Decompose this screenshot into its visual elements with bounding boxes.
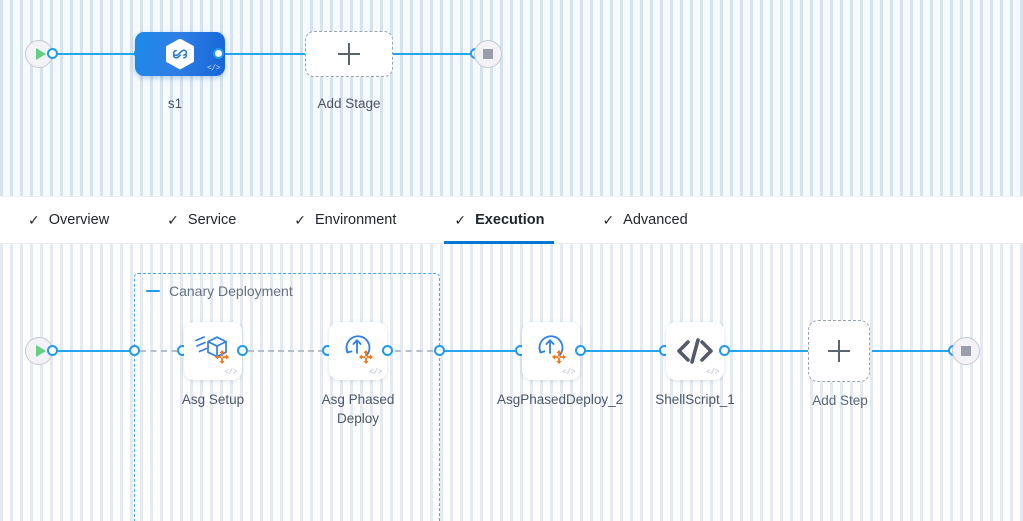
step-3-label: AsgPhasedDeploy_2 (497, 392, 624, 407)
end-port[interactable] (470, 48, 481, 59)
check-icon: ✓ (294, 212, 306, 228)
stage-code-badge: </> (207, 64, 220, 73)
execution-start-port[interactable] (47, 345, 58, 356)
pipeline-end-node[interactable] (474, 40, 502, 68)
step-3-code-badge: </> (562, 368, 575, 377)
stage-tabs[interactable]: ✓ Overview ✓ Service ✓ Environment ✓ Exe… (0, 196, 1023, 244)
tab-environment[interactable]: ✓ Environment (284, 196, 406, 244)
stage-node-s1[interactable]: </> (135, 32, 225, 76)
connector-group-to-step3 (440, 350, 526, 352)
stage-input-port[interactable] (134, 48, 145, 59)
check-icon: ✓ (167, 212, 179, 228)
plus-icon (338, 43, 360, 65)
play-icon (35, 48, 46, 60)
connector-step3-to-step4 (578, 350, 670, 352)
add-step-label: Add Step (812, 393, 868, 408)
check-icon: ✓ (28, 212, 40, 228)
minus-icon[interactable] (146, 289, 160, 293)
execution-canvas[interactable]: Canary Deployment (0, 244, 1023, 521)
step-4-code-badge: </> (706, 368, 719, 377)
connector-addstep-to-end (872, 350, 962, 352)
step-3-output-port[interactable] (575, 345, 586, 356)
connector-stage-to-addstage (217, 53, 313, 55)
step-group-canary-deployment[interactable] (134, 273, 440, 521)
step-group-header[interactable]: Canary Deployment (146, 283, 293, 299)
step-node-asg-phased-deploy-2[interactable]: </> (522, 322, 580, 380)
connector-step1-to-step2 (238, 350, 334, 352)
step-1-code-badge: </> (224, 368, 237, 377)
tab-overview[interactable]: ✓ Overview (18, 196, 119, 244)
group-input-port[interactable] (129, 345, 140, 356)
step-node-shellscript-1[interactable]: </> (666, 322, 724, 380)
tab-advanced-label: Advanced (623, 212, 688, 228)
connector-addstage-to-end (392, 53, 484, 55)
add-step-button[interactable] (808, 320, 870, 382)
step-node-asg-phased-deploy[interactable]: </> (329, 322, 387, 380)
add-stage-button[interactable] (305, 31, 393, 77)
pipeline-start-node[interactable] (25, 40, 53, 68)
stop-icon (483, 49, 493, 59)
tab-service[interactable]: ✓ Service (157, 196, 246, 244)
stop-icon (961, 346, 971, 356)
shell-script-code-icon (677, 338, 713, 364)
step-node-asg-setup[interactable]: </> (184, 322, 242, 380)
tab-overview-label: Overview (48, 212, 110, 228)
execution-end-node[interactable] (952, 337, 980, 365)
check-icon: ✓ (454, 212, 467, 228)
harness-hexagon-icon (166, 38, 194, 70)
step-4-label: ShellScript_1 (655, 392, 735, 407)
check-icon: ✓ (602, 212, 615, 228)
plus-icon (828, 340, 850, 362)
asg-phased-deploy-icon (538, 335, 566, 364)
step-group-label: Canary Deployment (169, 283, 293, 299)
step-4-output-port[interactable] (719, 345, 730, 356)
tab-environment-label: Environment (315, 212, 397, 228)
connector-step2-to-groupend (384, 350, 444, 352)
step-2-label: Asg Phased Deploy (321, 392, 395, 426)
connector-group-to-step1 (140, 350, 188, 352)
stage-canvas[interactable]: </> s1 Add Stage (0, 0, 1023, 196)
step-2-output-port[interactable] (382, 345, 393, 356)
tab-execution[interactable]: ✓ Execution (444, 196, 555, 244)
play-icon (35, 345, 46, 357)
asg-setup-cube-icon (195, 336, 229, 364)
tab-execution-label: Execution (475, 212, 545, 228)
step-1-label: Asg Setup (181, 392, 245, 407)
step-2-code-badge: </> (369, 368, 382, 377)
tab-service-label: Service (187, 212, 237, 228)
tab-advanced[interactable]: ✓ Advanced (592, 196, 697, 244)
stage-output-port[interactable] (213, 48, 224, 59)
step-1-output-port[interactable] (237, 345, 248, 356)
connector-start-to-group (50, 350, 140, 352)
stage-label: s1 (167, 96, 183, 111)
connector-step4-to-addstep (722, 350, 818, 352)
asg-phased-deploy-icon (345, 335, 373, 364)
add-stage-label: Add Stage (317, 96, 381, 111)
connector-start-to-stage (50, 53, 142, 55)
group-output-port[interactable] (434, 345, 445, 356)
start-port[interactable] (47, 48, 58, 59)
